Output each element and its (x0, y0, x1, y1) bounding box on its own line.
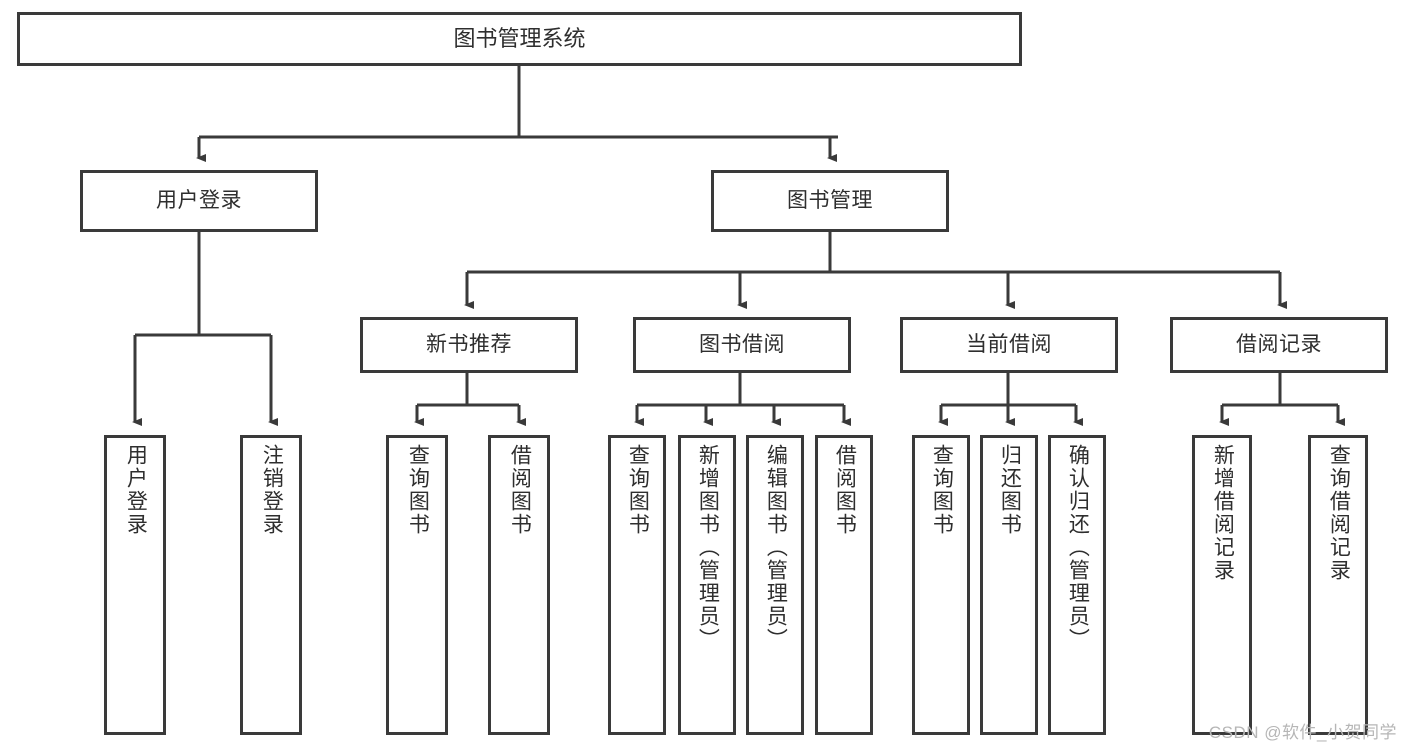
node-label: 当前借阅 (966, 332, 1052, 356)
node-label: 图书管理 (787, 188, 873, 212)
leaf-borrow-book-2[interactable]: 借阅图书 (815, 435, 873, 735)
node-label: 图书借阅 (699, 332, 785, 356)
leaf-borrow-book-1[interactable]: 借阅图书 (488, 435, 550, 735)
node-label: 归还图书 (998, 444, 1022, 536)
leaf-confirm-return[interactable]: 确认归还（管理员） (1048, 435, 1106, 735)
node-borrow-record[interactable]: 借阅记录 (1170, 317, 1388, 373)
node-book-manage[interactable]: 图书管理 (711, 170, 949, 232)
node-label: 用户登录 (156, 188, 242, 212)
leaf-logout[interactable]: 注销登录 (240, 435, 302, 735)
leaf-add-book[interactable]: 新增图书（管理员） (678, 435, 736, 735)
node-label: 新书推荐 (426, 332, 512, 356)
node-user-login[interactable]: 用户登录 (80, 170, 318, 232)
node-label: 图书管理系统 (453, 26, 586, 52)
csdn-watermark: CSDN @软件_小贺同学 (1208, 723, 1397, 742)
leaf-query-book-3[interactable]: 查询图书 (912, 435, 970, 735)
leaf-edit-book[interactable]: 编辑图书（管理员） (746, 435, 804, 735)
leaf-query-record[interactable]: 查询借阅记录 (1308, 435, 1368, 735)
leaf-query-book-1[interactable]: 查询图书 (386, 435, 448, 735)
node-label: 确认归还（管理员） (1066, 444, 1090, 651)
node-label: 新增借阅记录 (1211, 444, 1235, 582)
node-root-system[interactable]: 图书管理系统 (17, 12, 1022, 66)
node-label: 查询图书 (930, 444, 954, 536)
node-label: 新增图书（管理员） (696, 444, 720, 651)
node-label: 用户登录 (124, 444, 148, 536)
leaf-return-book[interactable]: 归还图书 (980, 435, 1038, 735)
node-label: 借阅记录 (1236, 332, 1322, 356)
node-label: 注销登录 (260, 444, 284, 536)
node-label: 编辑图书（管理员） (764, 444, 788, 651)
node-label: 查询图书 (406, 444, 430, 536)
node-new-book-recommend[interactable]: 新书推荐 (360, 317, 578, 373)
node-book-borrow[interactable]: 图书借阅 (633, 317, 851, 373)
node-current-borrow[interactable]: 当前借阅 (900, 317, 1118, 373)
leaf-query-book-2[interactable]: 查询图书 (608, 435, 666, 735)
leaf-user-login[interactable]: 用户登录 (104, 435, 166, 735)
node-label: 查询借阅记录 (1327, 444, 1351, 582)
leaf-add-record[interactable]: 新增借阅记录 (1192, 435, 1252, 735)
node-label: 查询图书 (626, 444, 650, 536)
node-label: 借阅图书 (833, 444, 857, 536)
node-label: 借阅图书 (508, 444, 532, 536)
